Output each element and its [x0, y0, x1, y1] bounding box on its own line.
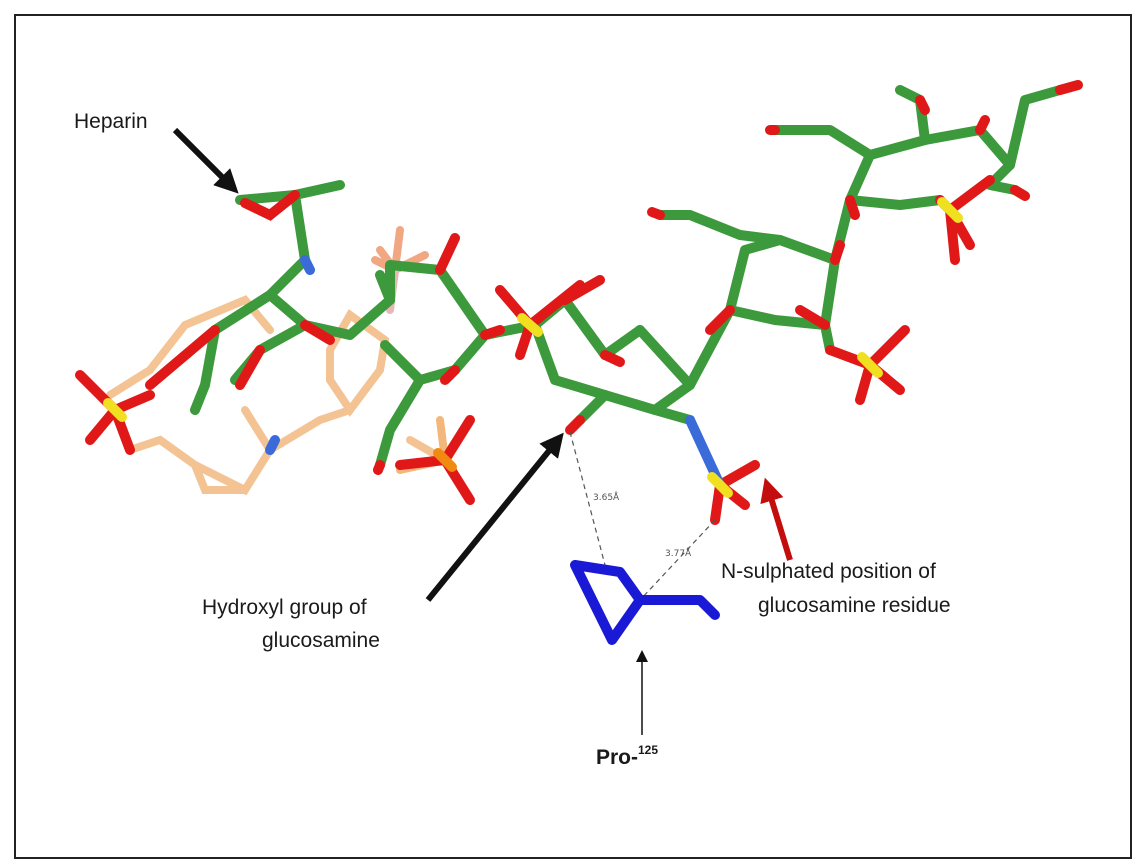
- distance-label-1: 3.65Å: [593, 491, 620, 503]
- hydroxyl-label-line2: glucosamine: [262, 629, 380, 652]
- heparin-label: Heparin: [74, 110, 148, 133]
- distance-label-2: 3.77Å: [665, 547, 692, 559]
- heparin-arrow: [172, 127, 239, 194]
- heparin-carbon: [190, 85, 1065, 470]
- pro-label: Pro-125: [596, 743, 658, 769]
- heparin-nitrogen: [265, 255, 315, 455]
- heparin-oxygen: [145, 80, 1083, 475]
- hydroxyl-label-line1: Hydroxyl group of: [202, 596, 367, 619]
- hydroxyl-arrow: [425, 432, 564, 602]
- n-sulphated-label-line2: glucosamine residue: [758, 594, 951, 617]
- n-sulphated-label-line1: N-sulphated position of: [721, 560, 936, 583]
- pro-label-superscript: 125: [638, 743, 658, 757]
- proline-residue: [570, 560, 720, 645]
- pro-label-text: Pro-: [596, 746, 638, 769]
- distance-lines: [569, 431, 716, 601]
- n-sulphated-arrow: [760, 477, 793, 561]
- sulfate-groups: [75, 175, 995, 525]
